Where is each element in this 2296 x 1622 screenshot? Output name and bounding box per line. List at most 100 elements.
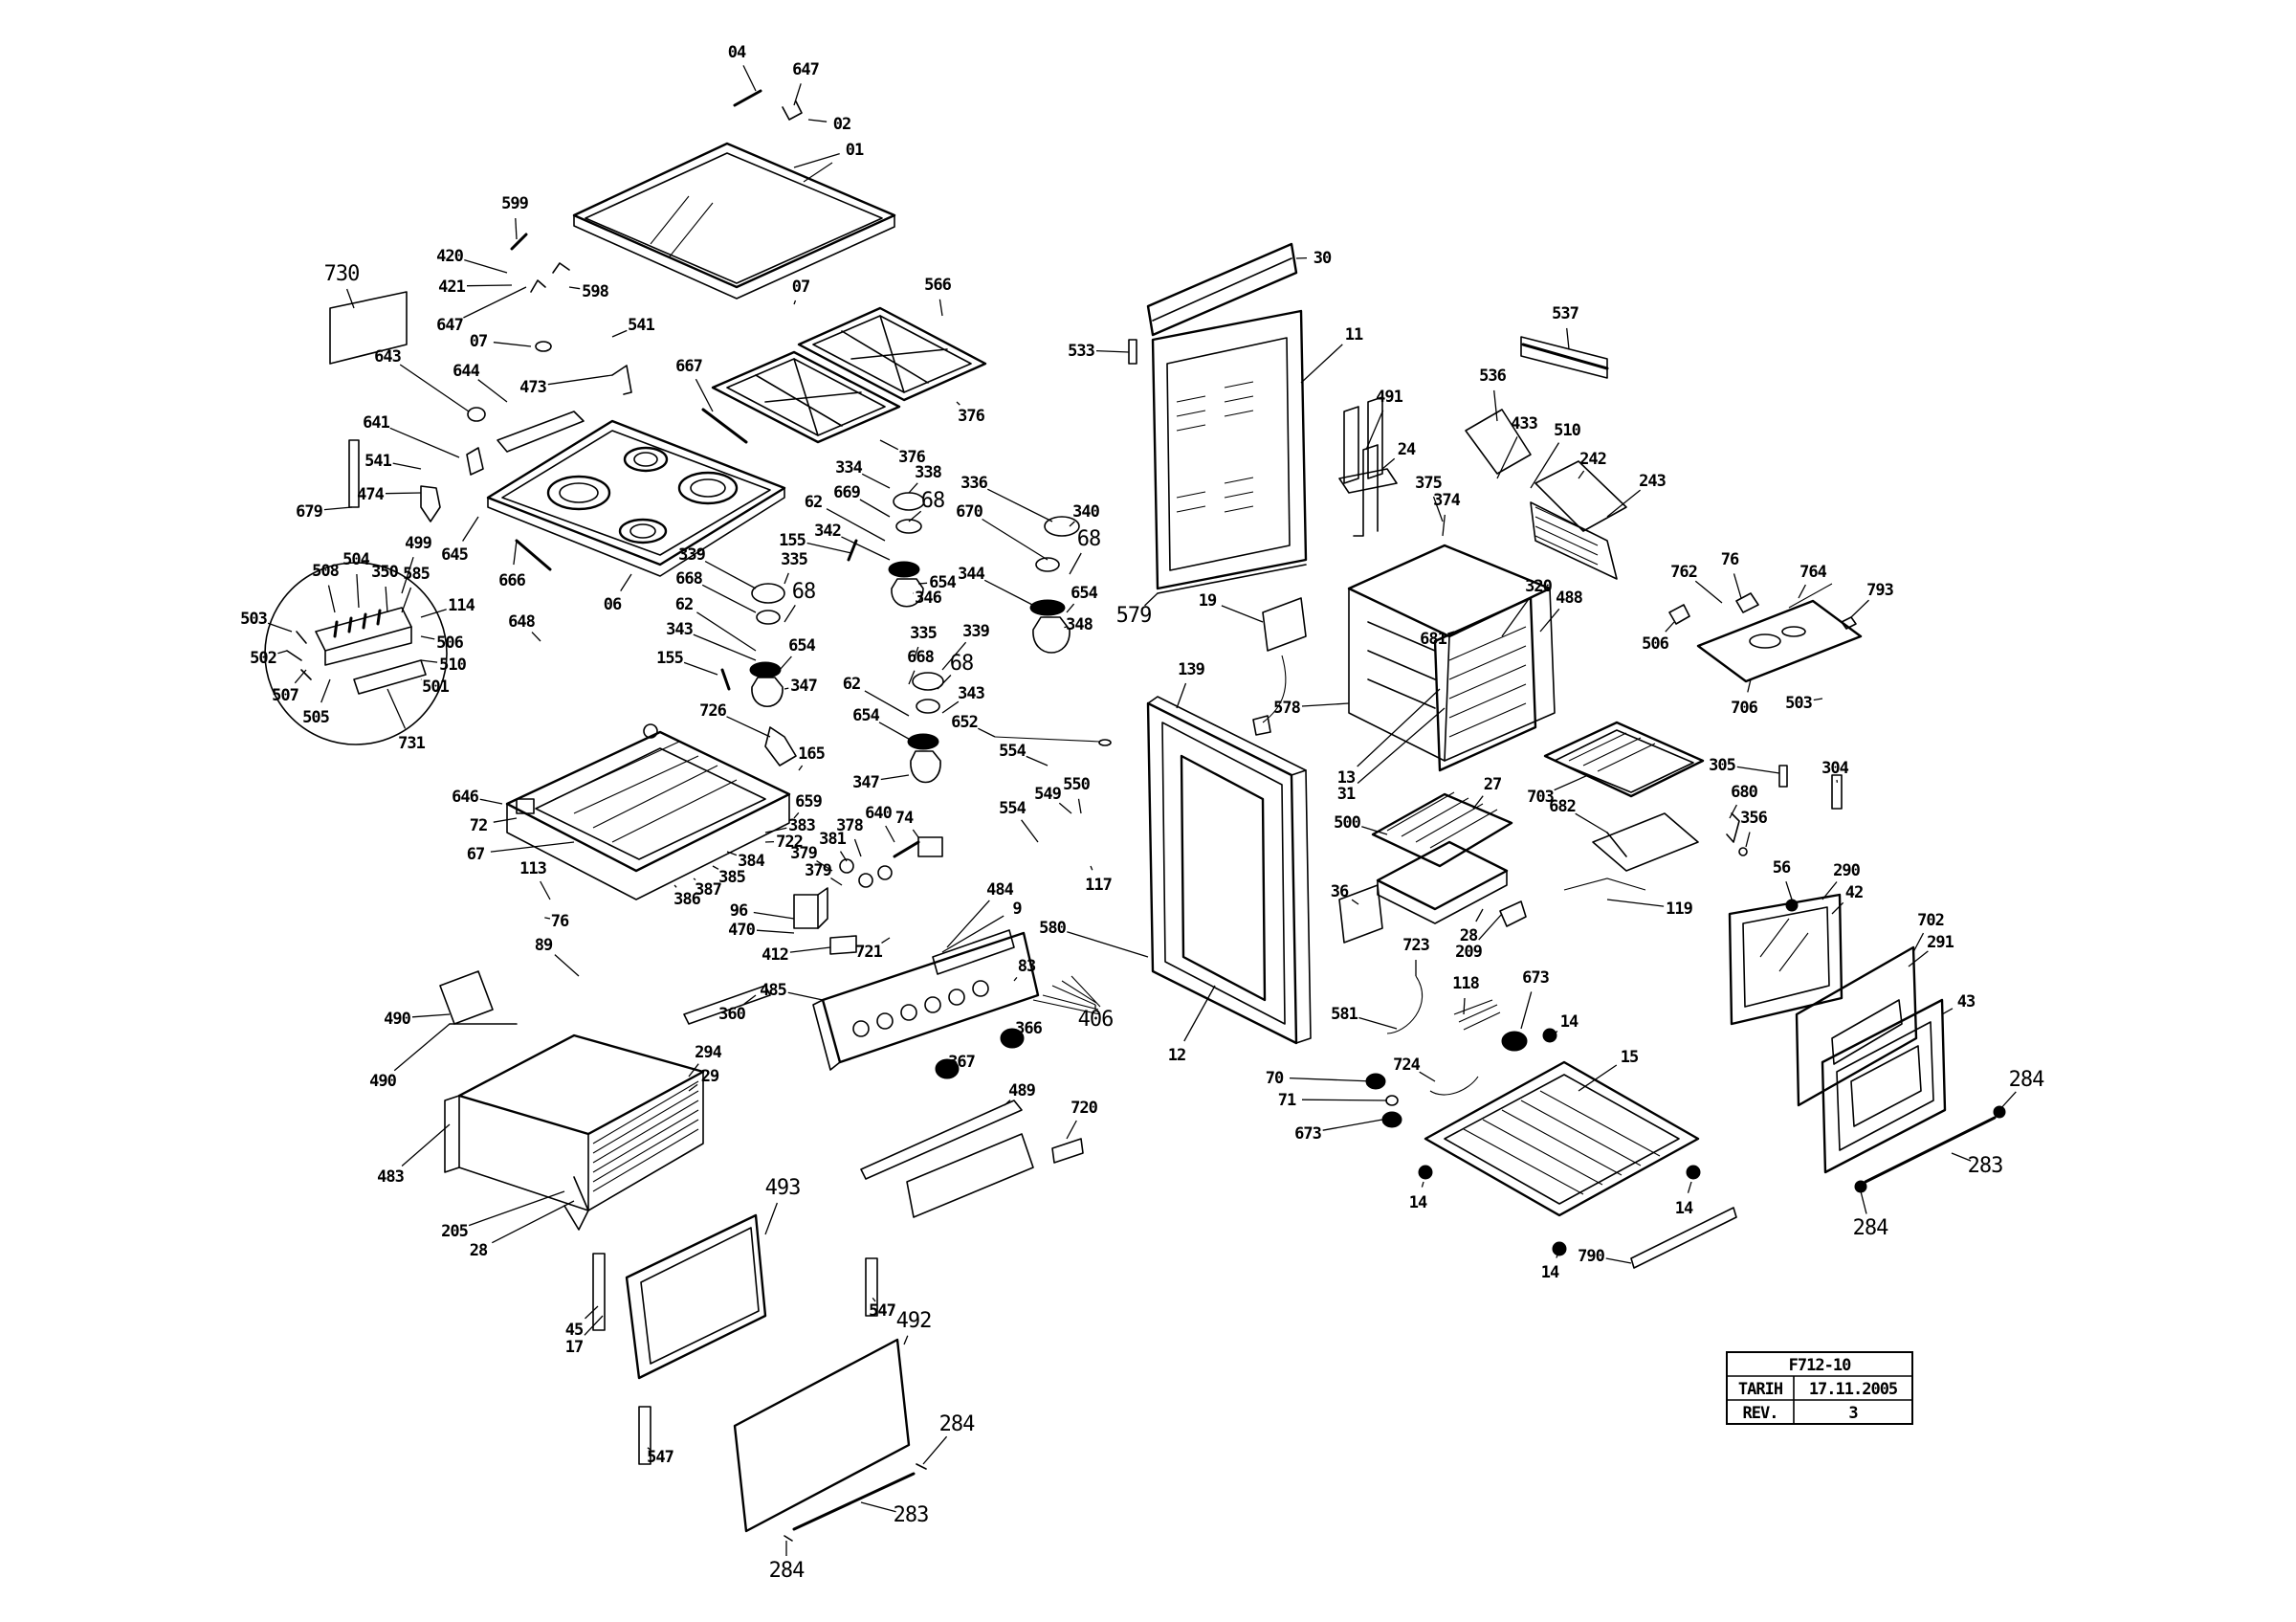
callout-646: 646	[452, 788, 503, 807]
leader-line	[864, 690, 910, 717]
callout-334: 334	[835, 458, 891, 489]
callout-72: 72	[470, 816, 518, 835]
date-label: TARIH	[1738, 1380, 1783, 1399]
callout-668: 668	[675, 569, 757, 613]
leader-line	[1004, 1100, 1011, 1106]
leader-line	[513, 540, 518, 566]
callout-338: 338	[908, 463, 943, 494]
leader-line	[568, 286, 581, 290]
burner-front-right	[907, 672, 1112, 784]
callout-number: 76	[551, 912, 569, 931]
callout-647: 647	[436, 286, 527, 335]
leader-line	[695, 378, 714, 412]
callout-680: 680	[1729, 783, 1759, 819]
callout-500: 500	[1334, 813, 1388, 835]
callout-284: 284	[1853, 1190, 1889, 1240]
callout-643: 643	[374, 347, 470, 412]
callout-number: 70	[1266, 1069, 1284, 1088]
leader-line	[277, 650, 288, 655]
leader-line	[1067, 931, 1149, 958]
leader-line	[1013, 976, 1018, 982]
callout-number: 502	[250, 649, 276, 668]
leader-line	[1301, 702, 1350, 707]
leader-line	[393, 1023, 451, 1072]
callout-number: 706	[1731, 699, 1757, 718]
callout-number: 11	[1345, 325, 1363, 344]
leader-line	[789, 946, 831, 953]
callout-343: 343	[941, 684, 986, 714]
leader-line	[1463, 997, 1466, 1015]
callout-335: 335	[781, 550, 809, 585]
leader-line	[1069, 552, 1082, 575]
hinges-305-304	[1726, 765, 1843, 856]
leader-line	[683, 661, 718, 676]
leader-line	[1578, 470, 1585, 479]
callout-number: 45	[565, 1321, 584, 1340]
callout-412: 412	[762, 945, 831, 965]
callout-number: 71	[1278, 1091, 1296, 1110]
callout-number: 654	[788, 636, 815, 655]
callout-number: 01	[846, 141, 864, 160]
callout-number: 14	[1560, 1012, 1578, 1032]
leader-line	[1090, 865, 1093, 871]
leader-line	[356, 573, 360, 609]
callout-28: 28	[470, 1200, 575, 1260]
callout-number: 346	[915, 589, 941, 608]
callout-28: 28	[1460, 908, 1484, 945]
callout-number: 114	[448, 596, 475, 615]
leader-line	[784, 605, 796, 623]
oven-cavity	[1347, 444, 1556, 772]
leader-line	[1554, 1031, 1558, 1034]
callout-number: 421	[438, 278, 465, 297]
callout-346: 346	[913, 589, 943, 608]
callout-number: 730	[324, 262, 360, 286]
title-block: F712-10 TARIH 17.11.2005 REV. 3	[1726, 1351, 1913, 1425]
callout-number: 340	[1072, 502, 1099, 522]
leader-line	[806, 542, 852, 554]
callout-number: 488	[1556, 589, 1582, 608]
leader-line	[1998, 1091, 2017, 1111]
callout-13: 13	[1337, 688, 1441, 788]
leader-line	[1419, 1071, 1436, 1082]
callout-62: 62	[805, 493, 886, 542]
leader-line	[345, 288, 355, 309]
callout-number: 549	[1034, 785, 1061, 804]
callout-number: 343	[666, 620, 693, 639]
callout-number: 654	[1071, 584, 1097, 603]
callout-670: 670	[956, 502, 1049, 561]
callout-number: 720	[1071, 1099, 1097, 1118]
callout-793: 793	[1850, 581, 1895, 618]
callout-339: 339	[941, 622, 991, 671]
leader-line	[693, 633, 757, 661]
callout-number: 344	[958, 565, 984, 584]
callout-578: 578	[1273, 699, 1350, 718]
callout-number: 338	[915, 463, 941, 482]
callout-number: 533	[1068, 342, 1094, 361]
callout-381: 381	[819, 830, 848, 862]
callout-29: 29	[688, 1067, 720, 1092]
callout-489: 489	[1004, 1081, 1037, 1106]
leader-line	[547, 374, 613, 386]
leader-line	[1606, 899, 1665, 907]
leader-line	[294, 669, 307, 684]
leader-line	[493, 342, 532, 347]
callout-number: 12	[1168, 1046, 1185, 1065]
callout-number: 387	[695, 880, 721, 900]
callout-number: 243	[1639, 472, 1666, 491]
callout-number: 793	[1866, 581, 1893, 600]
callout-number: 335	[781, 550, 807, 569]
callout-721: 721	[855, 937, 891, 962]
callout-294: 294	[688, 1043, 723, 1078]
leader-line	[1694, 580, 1723, 604]
leader-line	[466, 284, 513, 287]
callout-344: 344	[958, 565, 1039, 609]
rotisserie-682	[1592, 812, 1699, 872]
callout-506: 506	[1642, 621, 1675, 654]
panel-rail-360	[683, 985, 771, 1025]
leader-line	[1493, 389, 1498, 422]
callout-541: 541	[611, 316, 656, 338]
leader-line	[1556, 1255, 1558, 1258]
leader-line	[917, 582, 928, 585]
callout-387: 387	[693, 878, 722, 900]
callout-number: 654	[929, 573, 956, 592]
